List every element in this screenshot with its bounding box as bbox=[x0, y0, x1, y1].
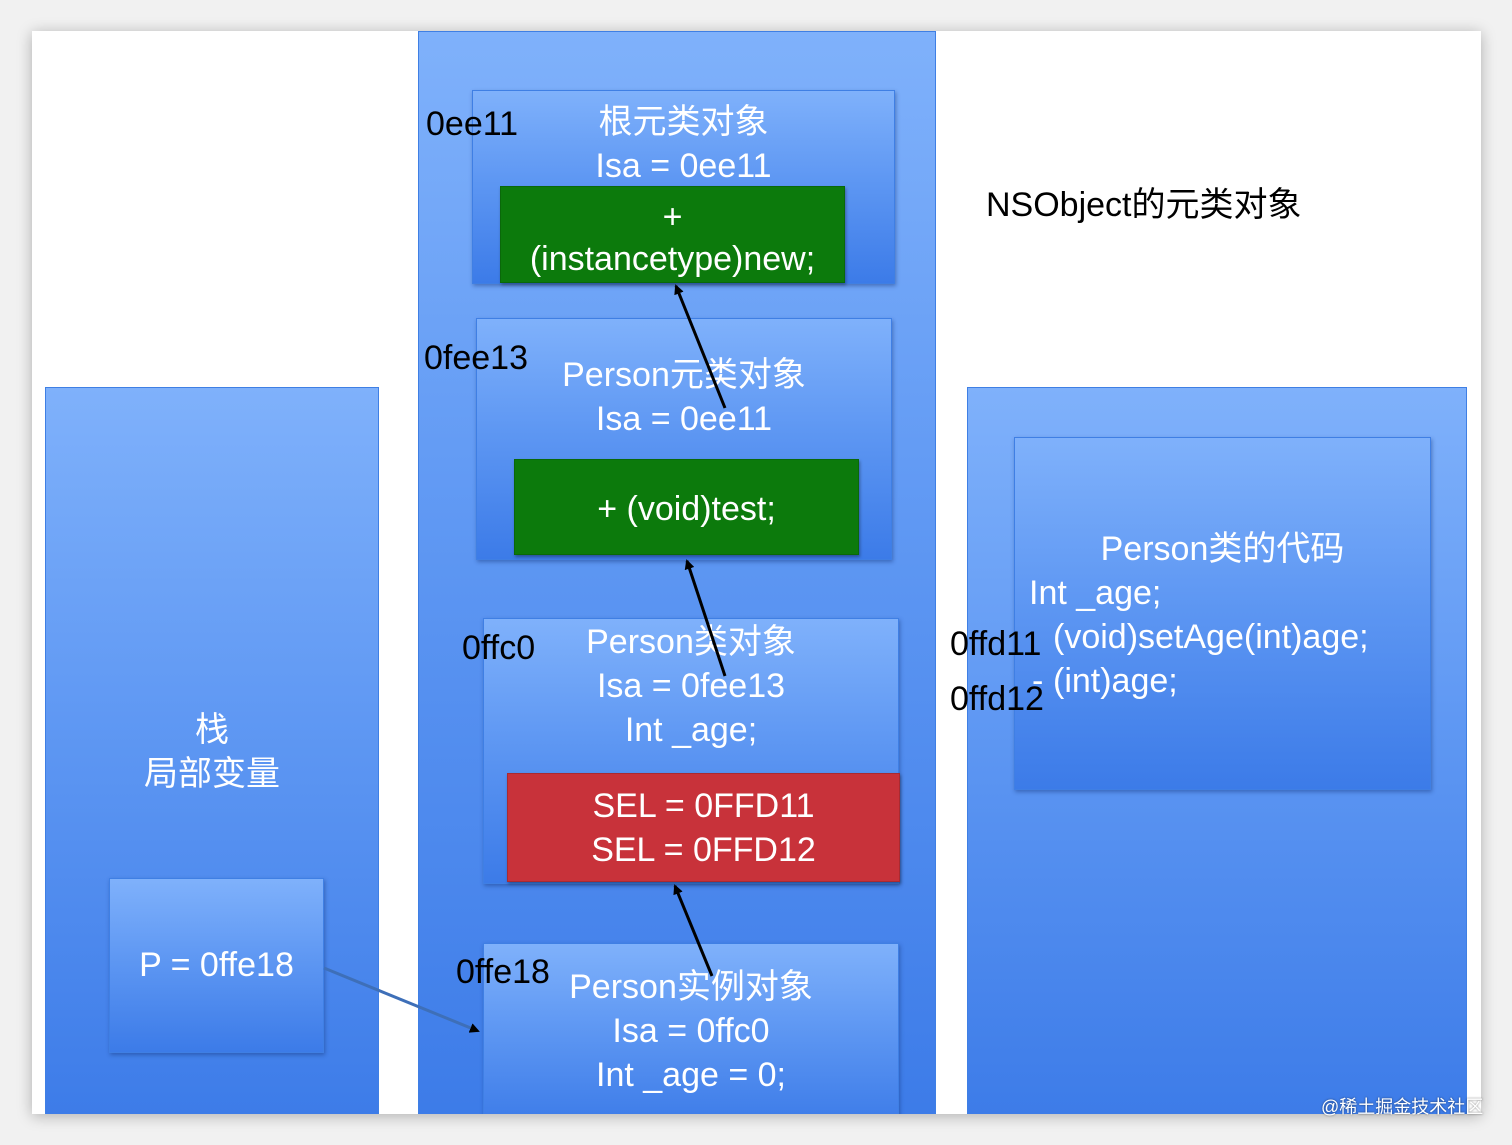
person-instance-box bbox=[483, 943, 899, 1114]
root-metaclass-method-box bbox=[500, 186, 845, 283]
person-class-code-method-1: (void)setAge(int)age; bbox=[1053, 618, 1369, 656]
root-metaclass-address: 0ee11 bbox=[426, 105, 519, 143]
selector-entry-1: SEL = 0FFD11 bbox=[592, 787, 815, 825]
person-class-code-ivar: Int _age; bbox=[1029, 574, 1162, 612]
person-metaclass-isa: Isa = 0ee11 bbox=[595, 400, 773, 438]
stack-subtitle: 局部变量 bbox=[144, 755, 280, 793]
person-metaclass-method: + (void)test; bbox=[597, 490, 776, 528]
pointer-arrow-stack-to-instance bbox=[323, 966, 480, 1033]
pointer-variable-value: P = 0ffe18 bbox=[139, 946, 294, 984]
person-class-code-title: Person类的代码 bbox=[1100, 530, 1345, 568]
person-class-title: Person类对象 bbox=[586, 623, 796, 661]
person-instance-ivar: Int _age = 0; bbox=[596, 1056, 786, 1094]
isa-arrow-instance-to-class bbox=[673, 884, 714, 977]
person-class-code-method-2: (int)age; bbox=[1053, 662, 1178, 700]
root-metaclass-isa: Isa = 0ee11 bbox=[595, 147, 772, 185]
person-metaclass-title: Person元类对象 bbox=[562, 356, 806, 394]
person-instance-title: Person实例对象 bbox=[569, 968, 813, 1006]
person-class-address: 0ffc0 bbox=[462, 629, 536, 667]
person-class-code-dash-2: - bbox=[1032, 662, 1044, 700]
person-metaclass-method-box bbox=[514, 459, 859, 555]
person-class-isa: Isa = 0fee13 bbox=[596, 667, 786, 705]
selector-entry-2: SEL = 0FFD12 bbox=[591, 831, 816, 869]
method-address-2: 0ffd12 bbox=[950, 680, 1044, 718]
root-metaclass-title: 根元类对象 bbox=[598, 103, 769, 141]
person-class-ivar: Int _age; bbox=[624, 711, 758, 749]
stack-title: 栈 bbox=[195, 711, 229, 749]
page-title: NSObject的元类对象 bbox=[986, 186, 1302, 224]
root-metaclass-method-prefix: + bbox=[662, 198, 683, 236]
isa-arrow-class-to-metaclass bbox=[684, 559, 727, 677]
person-metaclass-address: 0fee13 bbox=[424, 339, 528, 377]
person-instance-address: 0ffe18 bbox=[456, 953, 550, 991]
person-instance-isa: Isa = 0ffc0 bbox=[612, 1012, 770, 1050]
pointer-arrows bbox=[323, 284, 727, 1033]
isa-arrow-metaclass-to-root bbox=[674, 284, 727, 409]
diagram-slide: 栈 局部变量 P = 0ffe18 根元类对象 Isa = 0ee11 + (i… bbox=[32, 31, 1481, 1114]
root-metaclass-method: (instancetype)new; bbox=[529, 240, 816, 278]
selector-table-box bbox=[507, 773, 900, 882]
method-address-1: 0ffd11 bbox=[950, 625, 1042, 663]
person-class-code-box bbox=[1014, 437, 1431, 790]
pointer-variable-box bbox=[109, 878, 324, 1053]
watermark: @稀土掘金技术社区 bbox=[1321, 1097, 1484, 1117]
